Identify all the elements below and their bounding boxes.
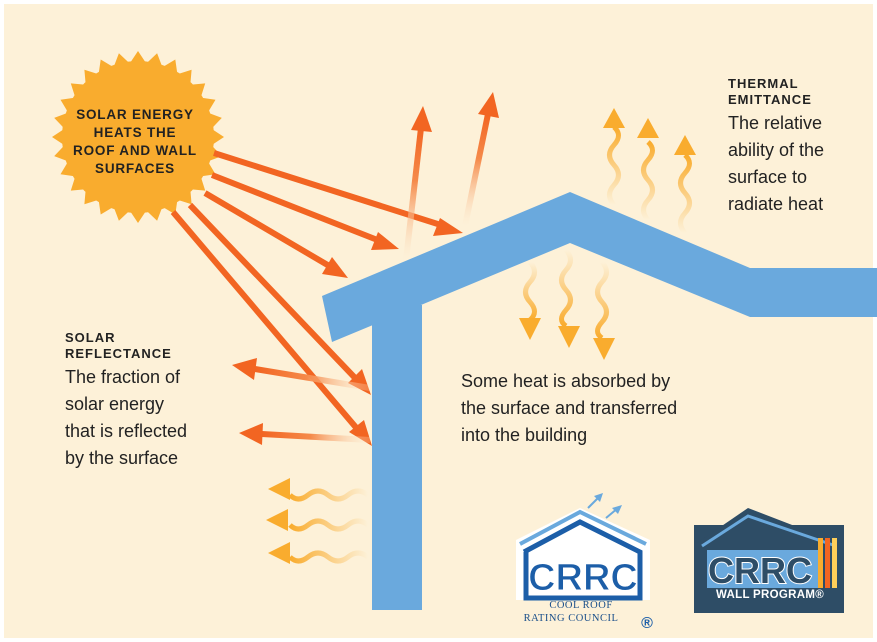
sun-label-line: SURFACES <box>95 161 175 176</box>
body-line: The relative <box>728 113 823 133</box>
registered-mark: ® <box>641 615 653 632</box>
heat-wave-left <box>266 509 370 532</box>
crrc-logo-text: CRRC <box>528 557 638 599</box>
reflected-arrow-up <box>403 106 432 261</box>
thermal-emittance-description: The relative ability of the surface to r… <box>728 110 868 218</box>
crrc-subtitle-line: COOL ROOF <box>549 600 613 611</box>
house-structure <box>322 192 877 610</box>
heat-wave-down <box>519 260 541 340</box>
reflected-arrows-wall <box>232 358 371 445</box>
heading-line: SOLAR <box>65 330 116 345</box>
crrc-cool-roof-logo: CRRC ® <box>516 493 653 632</box>
reflected-arrow-up <box>462 92 499 227</box>
body-line: solar energy <box>65 394 165 414</box>
thermal-emittance-heading: THERMAL EMITTANCE <box>728 76 868 108</box>
absorbed-heat-waves <box>519 248 615 360</box>
wall-heat-waves <box>266 478 370 564</box>
heading-line: THERMAL <box>728 76 799 91</box>
wall-program-subtitle: WALL PROGRAM® <box>716 589 824 601</box>
body-line: by the surface <box>65 448 179 468</box>
sun-label-line: SOLAR ENERGY <box>76 107 194 122</box>
heat-wave-up <box>603 108 625 207</box>
heat-wave-left <box>268 478 370 502</box>
heat-wave-left <box>268 542 370 564</box>
solar-arrow <box>203 190 348 278</box>
solar-arrow <box>210 172 399 250</box>
sun-icon <box>52 51 224 223</box>
heat-wave-down <box>593 260 615 360</box>
incoming-solar-arrows <box>170 150 463 446</box>
solar-reflectance-heading: SOLAR REFLECTANCE <box>65 330 265 362</box>
body-line: that is reflected <box>65 421 188 441</box>
reflected-arrows-roof <box>403 92 499 261</box>
roof <box>322 192 877 342</box>
sun-label-line: HEATS THE <box>93 125 177 140</box>
sun-label: SOLAR ENERGY HEATS THE ROOF AND WALL SUR… <box>52 106 218 178</box>
crrc-subtitle-line: RATING COUNCIL <box>523 613 619 624</box>
heat-wave-down <box>558 248 580 348</box>
sun-label-line: ROOF AND WALL <box>73 143 197 158</box>
reflected-arrow-left <box>232 358 371 391</box>
wall <box>372 305 422 610</box>
wall-logo-text: CRRC <box>708 550 812 591</box>
heat-wave-up <box>637 118 659 222</box>
heat-wave-up <box>674 135 696 235</box>
body-line: ability of the <box>728 140 825 160</box>
heading-line: EMITTANCE <box>728 92 812 107</box>
thermal-emittance-waves <box>603 108 696 235</box>
heading-line: REFLECTANCE <box>65 346 172 361</box>
body-line: Some heat is absorbed by <box>461 371 671 391</box>
body-line: the surface and transferred <box>461 398 678 418</box>
body-line: The fraction of <box>65 367 181 387</box>
body-line: into the building <box>461 425 588 445</box>
crrc-wall-program-logo: CRRC <box>694 508 844 613</box>
absorbed-heat-description: Some heat is absorbed by the surface and… <box>461 368 761 449</box>
reflected-arrow-left <box>239 423 371 445</box>
body-line: radiate heat <box>728 194 824 214</box>
solar-reflectance-description: The fraction of solar energy that is ref… <box>65 364 265 472</box>
solar-reflectance-block: SOLAR REFLECTANCE The fraction of solar … <box>65 330 265 472</box>
thermal-emittance-block: THERMAL EMITTANCE The relative ability o… <box>728 76 868 218</box>
body-line: surface to <box>728 167 808 187</box>
solar-arrow <box>213 150 463 236</box>
